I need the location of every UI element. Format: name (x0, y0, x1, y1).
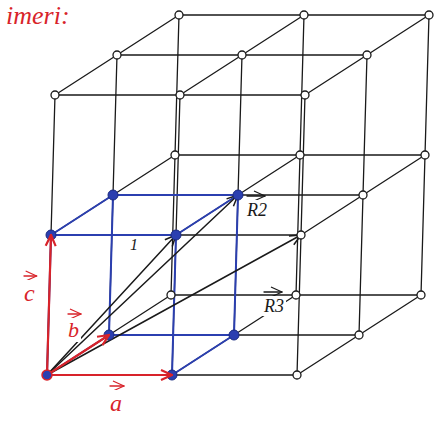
origin-atom (42, 370, 52, 380)
lattice-line (179, 14, 304, 15)
lattice-line (117, 15, 179, 55)
lattice-line (425, 15, 429, 155)
lattice-atom (175, 11, 183, 19)
lattice-line (47, 235, 51, 375)
lattice-line (238, 194, 363, 195)
lattice-line (113, 155, 175, 195)
lattice-vector (47, 235, 176, 375)
lattice-atom (292, 291, 300, 299)
lattice-line (300, 154, 425, 155)
lattice-line (238, 155, 300, 195)
lattice-line (242, 15, 304, 55)
lattice-atom (113, 51, 121, 59)
lattice-vector (47, 235, 301, 375)
lattice-atom (293, 371, 301, 379)
lattice-atom (425, 11, 433, 19)
lattice-atom (300, 11, 308, 19)
lattice-atom (171, 151, 179, 159)
lattice-line (180, 55, 242, 95)
lattice-line (172, 374, 297, 375)
unit-cell-edge (47, 374, 172, 376)
lattice-atom (297, 231, 305, 239)
lattice-line (242, 54, 367, 55)
lattice-line (421, 155, 425, 295)
lattice-atom (167, 291, 175, 299)
vector-label: b (66, 318, 81, 342)
lattice-line (109, 334, 234, 335)
unit-cell-edge (176, 195, 238, 235)
lattice-line (117, 54, 242, 55)
lattice-line (113, 194, 238, 195)
primitive-vector-head (46, 235, 56, 246)
unit-cell-atom (171, 230, 181, 240)
unit-cell-edge (47, 235, 51, 375)
lattice-line (113, 55, 117, 195)
lattice-line (297, 335, 359, 375)
lattice-atom (301, 91, 309, 99)
unit-cell-edge (51, 195, 113, 235)
lattice-line (301, 95, 305, 235)
lattice-atom (417, 291, 425, 299)
vector-label: R2 (245, 200, 269, 220)
lattice-line (301, 195, 363, 235)
primitive-vector-head (161, 370, 172, 380)
vector-label: 1 (128, 236, 140, 254)
lattice-line (175, 154, 300, 155)
unit-cell-edge (113, 194, 238, 196)
lattice-line (359, 195, 363, 335)
lattice-atom (421, 151, 429, 159)
primitive-vector-head (97, 335, 109, 345)
lattice-line (234, 195, 238, 335)
lattice-line (304, 14, 429, 15)
unit-cell-atom (229, 330, 239, 340)
lattice-line (51, 195, 113, 235)
lattice-atom (176, 91, 184, 99)
unit-cell-edge (234, 195, 238, 335)
vector-label: R3 (262, 296, 286, 316)
vector-bar (247, 195, 265, 196)
lattice-line (363, 55, 367, 195)
lattice-line (180, 94, 305, 95)
lattice-atom (51, 91, 59, 99)
unit-cell-atom (233, 190, 243, 200)
lattice-line (363, 155, 425, 195)
lattice-line (296, 294, 421, 295)
lattice-atom (363, 51, 371, 59)
primitive-vector (47, 374, 172, 376)
lattice-line (238, 55, 242, 195)
vector-label: c (22, 280, 37, 306)
lattice-line (234, 334, 359, 335)
vector-label: a (108, 390, 124, 416)
lattice-line (47, 374, 172, 375)
lattice-line (234, 295, 296, 335)
unit-cell-edge (109, 334, 234, 336)
lattice-line (176, 195, 238, 235)
unit-cell-atom (108, 190, 118, 200)
lattice-line (367, 15, 429, 55)
lattice-line (305, 55, 367, 95)
unit-cell-edge (172, 335, 234, 375)
lattice-line (55, 94, 180, 95)
lattice-line (176, 95, 180, 235)
lattice-line (51, 95, 55, 235)
lattice-line (109, 295, 171, 335)
lattice-line (51, 234, 176, 235)
lattice-atom (359, 191, 367, 199)
lattice-atom (355, 331, 363, 339)
primitive-vector (47, 235, 51, 375)
lattice-line (297, 235, 301, 375)
lattice-line (359, 295, 421, 335)
unit-cell-edge (51, 234, 176, 236)
heading-fragment: imeri: (4, 2, 72, 30)
lattice-line (172, 335, 234, 375)
vector-bar (264, 291, 282, 292)
lattice-atom (238, 51, 246, 59)
lattice-line (55, 55, 117, 95)
lattice-atom (296, 151, 304, 159)
